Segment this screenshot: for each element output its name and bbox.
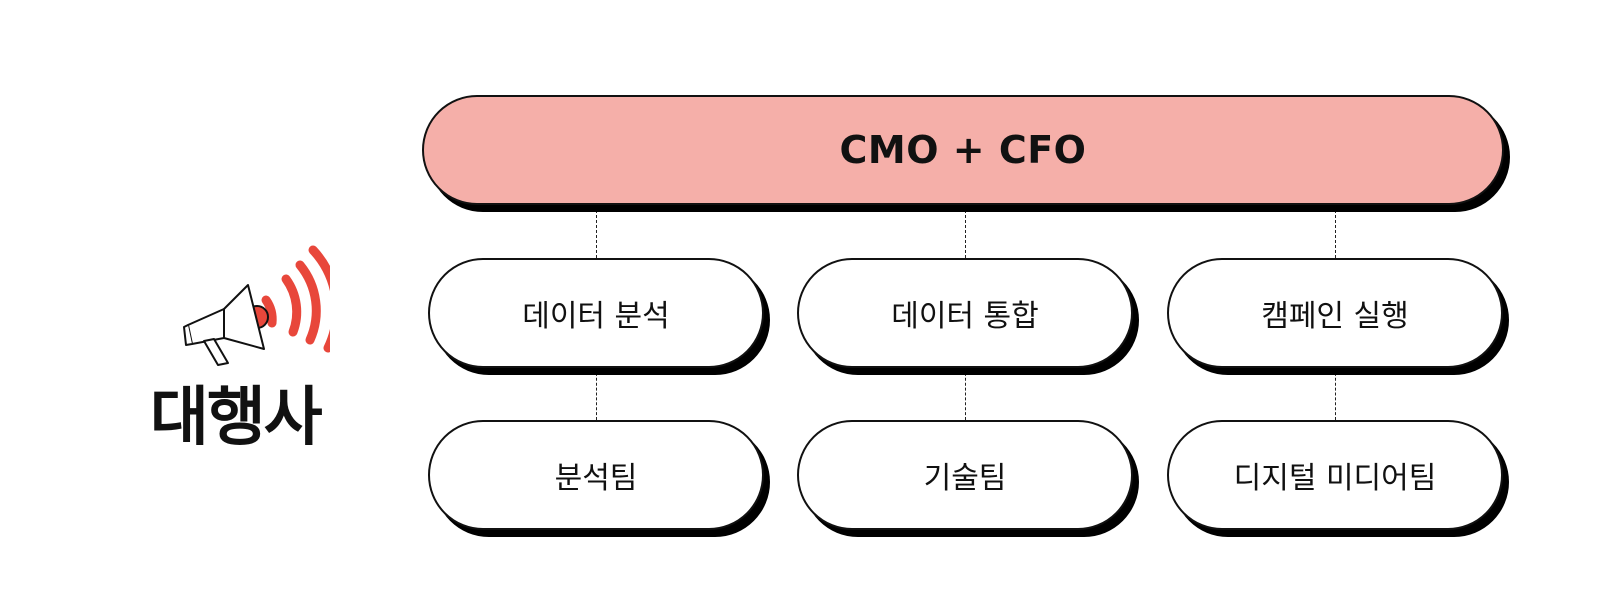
node-data-integration: 데이터 통합	[797, 258, 1133, 368]
connector-top-to-function-1	[596, 205, 597, 258]
node-digital-media-team: 디지털 미디어팀	[1167, 420, 1503, 530]
connector-function-1-to-team-1	[596, 368, 597, 420]
node-analytics-team: 분석팀	[428, 420, 764, 530]
megaphone-icon	[183, 245, 330, 366]
node-tech-team: 기술팀	[797, 420, 1133, 530]
connector-function-3-to-team-3	[1335, 368, 1336, 420]
connector-function-2-to-team-2	[965, 368, 966, 420]
node-cmo-cfo: CMO + CFO	[422, 95, 1504, 205]
node-data-analysis: 데이터 분석	[428, 258, 764, 368]
connector-top-to-function-2	[965, 205, 966, 258]
agency-block: 대행사	[140, 245, 340, 475]
agency-label: 대행사	[150, 381, 323, 455]
node-campaign-execution: 캠페인 실행	[1167, 258, 1503, 368]
connector-top-to-function-3	[1335, 205, 1336, 258]
